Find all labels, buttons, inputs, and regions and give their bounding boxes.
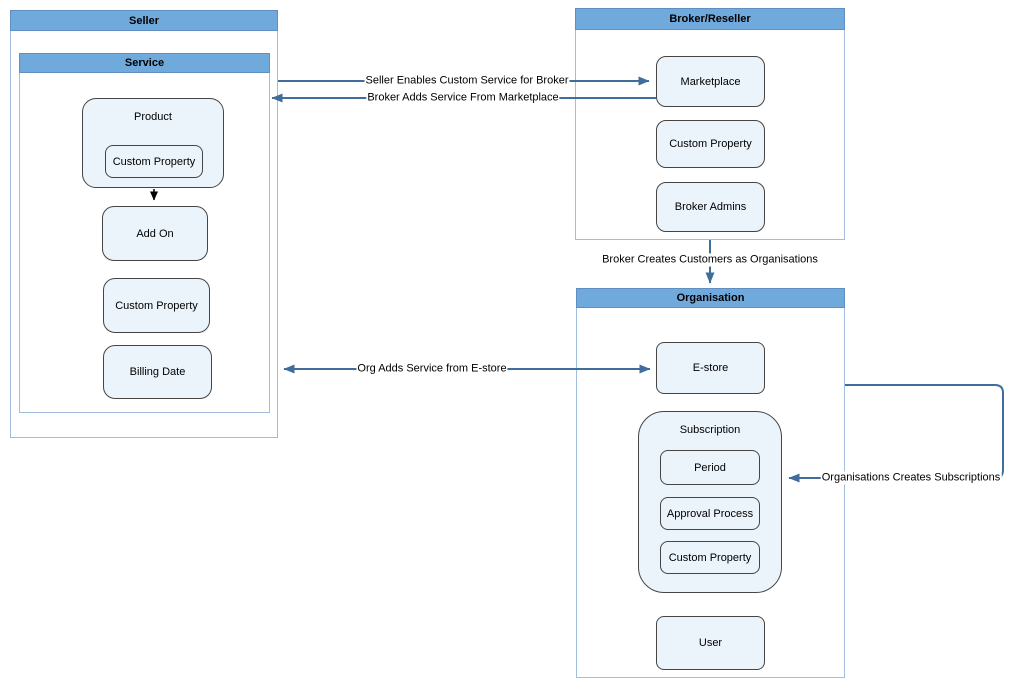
node-subscription-custom-property: Custom Property — [660, 541, 760, 574]
node-product-label: Product — [134, 111, 172, 123]
edge-label-org-adds: Org Adds Service from E-store — [356, 362, 508, 376]
node-user: User — [656, 616, 765, 670]
container-organisation-title: Organisation — [576, 288, 845, 308]
container-seller-title: Seller — [10, 10, 278, 31]
node-subscription-label: Subscription — [679, 424, 741, 436]
container-broker-reseller-title: Broker/Reseller — [575, 8, 845, 30]
node-billing-date: Billing Date — [103, 345, 212, 399]
edge-label-broker-creates: Broker Creates Customers as Organisation… — [601, 253, 819, 267]
node-product-custom-property: Custom Property — [105, 145, 203, 178]
node-marketplace: Marketplace — [656, 56, 765, 107]
node-e-store: E-store — [656, 342, 765, 394]
node-broker-custom-property: Custom Property — [656, 120, 765, 168]
node-approval-process: Approval Process — [660, 497, 760, 530]
edge-label-broker-adds: Broker Adds Service From Marketplace — [366, 91, 560, 105]
node-seller-custom-property: Custom Property — [103, 278, 210, 333]
node-add-on: Add On — [102, 206, 208, 261]
container-service-title: Service — [19, 53, 270, 73]
edge-label-seller-enables: Seller Enables Custom Service for Broker — [364, 74, 570, 88]
node-period: Period — [660, 450, 760, 485]
edge-label-org-creates-subs: Organisations Creates Subscriptions — [820, 471, 1002, 485]
node-broker-admins: Broker Admins — [656, 182, 765, 232]
